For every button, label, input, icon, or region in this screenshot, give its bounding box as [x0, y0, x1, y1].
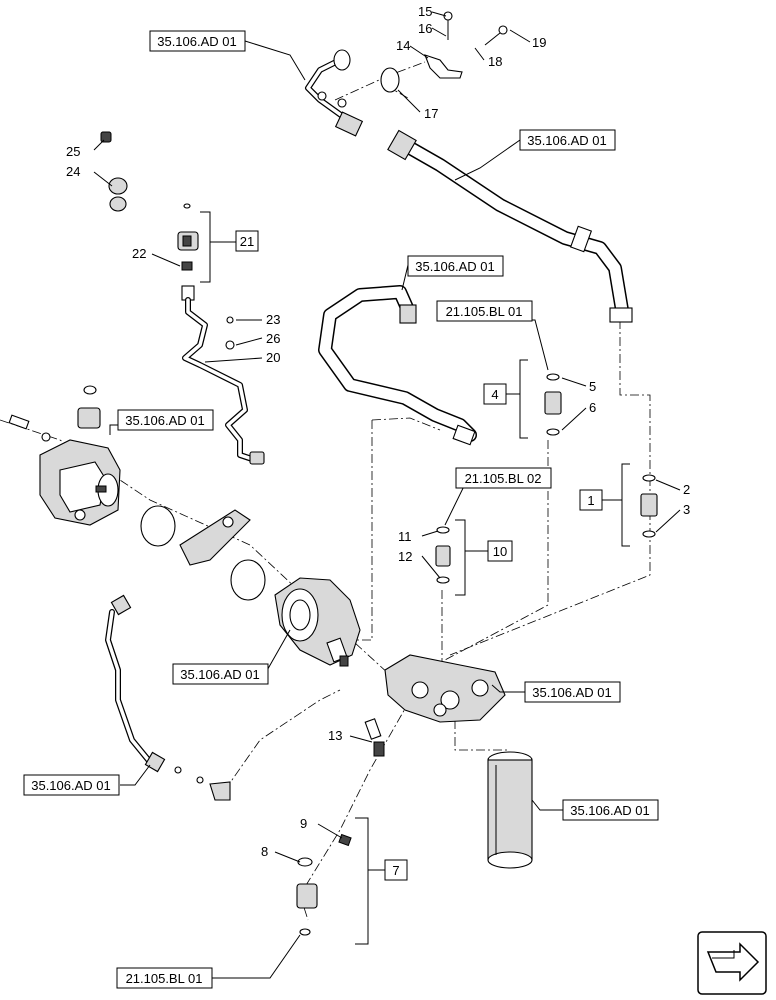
- callout-19[interactable]: 19: [532, 35, 546, 50]
- callout-18[interactable]: 18: [488, 54, 502, 69]
- callout-11[interactable]: 11: [398, 529, 412, 544]
- ref-box-middle-hose[interactable]: 35.106.AD 01: [407, 255, 504, 277]
- ref-box-fitting-10[interactable]: 21.105.BL 02: [455, 467, 552, 489]
- callout-24[interactable]: 24: [66, 164, 80, 179]
- ref-box-top-left[interactable]: 35.106.AD 01: [149, 30, 246, 52]
- gear-pump: [8, 385, 266, 601]
- fitting-group-7: [296, 833, 352, 936]
- callout-5[interactable]: 5: [589, 379, 596, 394]
- oil-filter: [487, 751, 533, 869]
- group-label: 1: [587, 493, 594, 508]
- bracket-assembly: [380, 11, 508, 93]
- group-label: 7: [392, 863, 399, 878]
- group-box-10[interactable]: 10: [487, 540, 513, 562]
- callout-3[interactable]: 3: [683, 502, 690, 517]
- callout-20[interactable]: 20: [266, 350, 280, 365]
- callout-13[interactable]: 13: [328, 728, 342, 743]
- callout-16[interactable]: 16: [418, 21, 432, 36]
- small-fasteners: [100, 131, 235, 350]
- callout-6[interactable]: 6: [589, 400, 596, 415]
- ref-label: 21.105.BL 02: [465, 471, 542, 486]
- callout-12[interactable]: 12: [398, 549, 412, 564]
- lower-tube: [105, 594, 231, 801]
- ref-box-hydraulic-pump[interactable]: 35.106.AD 01: [172, 663, 269, 685]
- leader-lines: [93, 11, 681, 979]
- group-label: 21: [240, 234, 254, 249]
- ref-box-lower-tube[interactable]: 35.106.AD 01: [23, 774, 120, 796]
- sensor-harness: [177, 203, 265, 465]
- ref-box-oil-filter[interactable]: 35.106.AD 01: [562, 799, 659, 821]
- group-box-7[interactable]: 7: [384, 859, 408, 881]
- ref-label: 35.106.AD 01: [31, 778, 111, 793]
- ref-box-top-right[interactable]: 35.106.AD 01: [519, 129, 616, 151]
- group-box-1[interactable]: 1: [579, 489, 603, 511]
- callout-17[interactable]: 17: [424, 106, 438, 121]
- ref-box-gear-pump[interactable]: 35.106.AD 01: [117, 409, 214, 431]
- ref-label: 21.105.BL 01: [126, 971, 203, 986]
- group-box-4[interactable]: 4: [483, 383, 507, 405]
- fitting-group-1: [640, 474, 658, 538]
- callout-15[interactable]: 15: [418, 4, 432, 19]
- ref-label: 21.105.BL 01: [446, 304, 523, 319]
- ref-label: 35.106.AD 01: [125, 413, 205, 428]
- ref-box-fitting-4[interactable]: 21.105.BL 01: [436, 300, 533, 322]
- next-page-arrow-icon[interactable]: [697, 931, 767, 995]
- ref-label: 35.106.AD 01: [570, 803, 650, 818]
- ref-label: 35.106.AD 01: [157, 34, 237, 49]
- hydraulic-pump: [274, 577, 361, 667]
- callout-25[interactable]: 25: [66, 144, 80, 159]
- ref-label: 35.106.AD 01: [532, 685, 612, 700]
- filter-head: [364, 654, 506, 757]
- callout-9[interactable]: 9: [300, 816, 307, 831]
- top-hose-assembly: [305, 49, 633, 323]
- fitting-group-10: [435, 526, 451, 584]
- group-box-21[interactable]: 21: [235, 230, 259, 252]
- group-label: 4: [491, 387, 498, 402]
- callout-8[interactable]: 8: [261, 844, 268, 859]
- callout-2[interactable]: 2: [683, 482, 690, 497]
- ref-label: 35.106.AD 01: [527, 133, 607, 148]
- ref-label: 35.106.AD 01: [180, 667, 260, 682]
- group-label: 10: [493, 544, 507, 559]
- ref-label: 35.106.AD 01: [415, 259, 495, 274]
- ref-box-bottom[interactable]: 21.105.BL 01: [116, 967, 213, 989]
- callout-26[interactable]: 26: [266, 331, 280, 346]
- group-brackets: [200, 211, 630, 945]
- callout-numbers: 15 16 14 17 18 19 25 24 22 23 26 20 5 6 …: [66, 4, 690, 859]
- callout-22[interactable]: 22: [132, 246, 146, 261]
- fitting-group-4: [544, 373, 562, 436]
- middle-hose: [318, 285, 477, 446]
- callout-14[interactable]: 14: [396, 38, 410, 53]
- callout-23[interactable]: 23: [266, 312, 280, 327]
- ref-box-filter-head[interactable]: 35.106.AD 01: [524, 681, 621, 703]
